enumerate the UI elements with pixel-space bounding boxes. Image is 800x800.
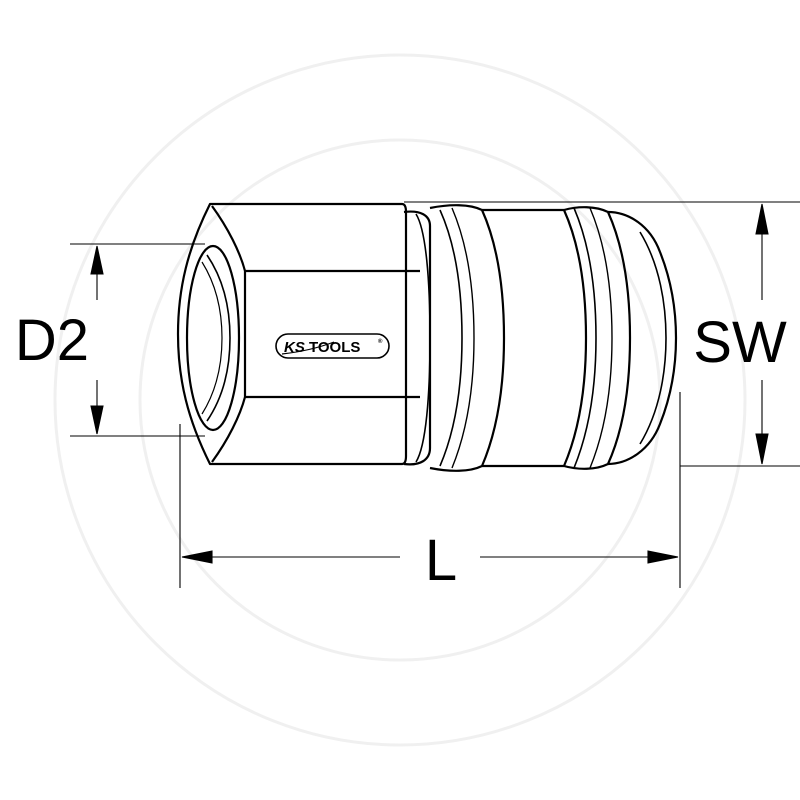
logo-registered-mark: ® xyxy=(378,338,383,345)
coupler-sleeve xyxy=(403,204,678,472)
ks-tools-logo: KS TOOLS ® xyxy=(275,333,390,359)
logo-brand-prefix: KS xyxy=(284,339,305,356)
hex-nut-body xyxy=(176,202,420,466)
ks-swoosh-icon xyxy=(281,341,335,355)
sw-arrow-top xyxy=(755,203,769,235)
dimension-lines xyxy=(70,201,800,588)
sw-label: SW xyxy=(693,310,787,375)
d2-arrow-bottom xyxy=(90,405,104,435)
threaded-bore xyxy=(185,244,241,432)
d2-arrow-top xyxy=(90,245,104,275)
l-label: L xyxy=(425,528,457,593)
logo-brand-suffix: TOOLS xyxy=(309,339,360,356)
sw-arrow-bottom xyxy=(755,433,769,465)
l-arrow-right xyxy=(647,550,679,564)
d2-label: D2 xyxy=(15,308,89,373)
l-arrow-left xyxy=(181,550,213,564)
watermark xyxy=(53,53,747,747)
